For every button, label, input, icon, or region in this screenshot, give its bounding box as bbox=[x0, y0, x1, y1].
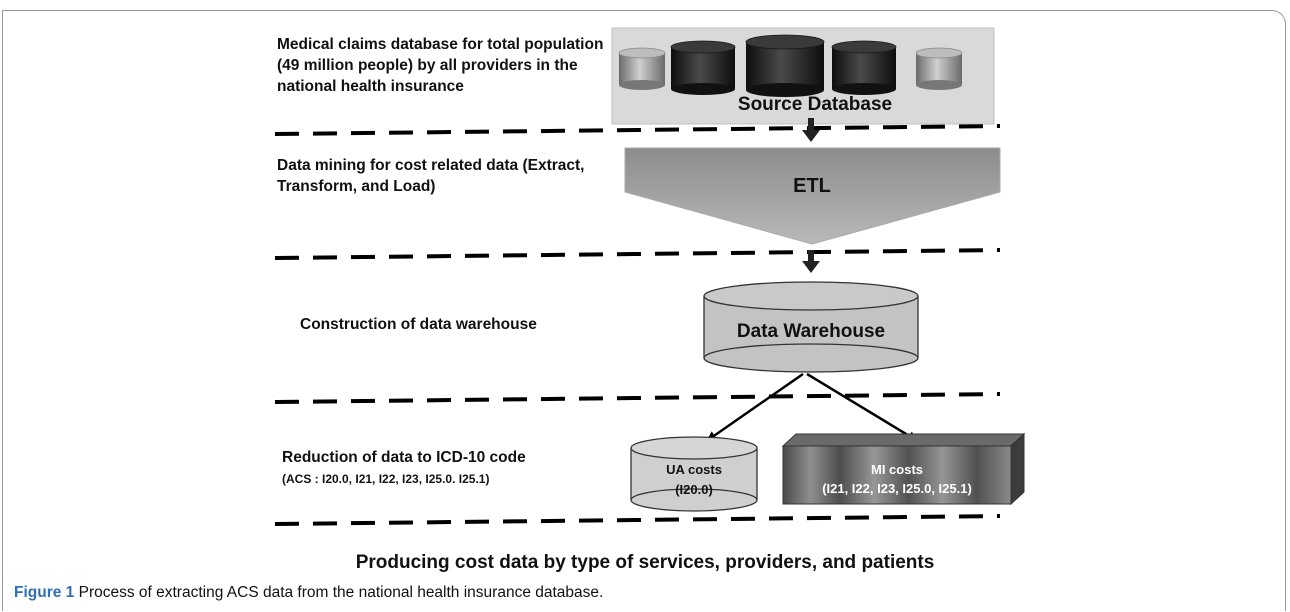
mi-costs-title: MI costs bbox=[871, 462, 923, 477]
stage-divider bbox=[274, 124, 1001, 526]
mi-costs-codes: (I21, I22, I23, I25.0, I25.1) bbox=[822, 481, 972, 496]
figure-caption: Figure 1 Process of extracting ACS data … bbox=[14, 584, 603, 602]
ua-costs-codes: (I20.0) bbox=[675, 482, 713, 497]
source-database-label: Source Database bbox=[738, 94, 892, 115]
data-warehouse-cylinder: Data Warehouse bbox=[703, 281, 919, 373]
source-database-panel: Source Database bbox=[611, 27, 995, 125]
ua-costs-cylinder: UA costs (I20.0) bbox=[630, 436, 758, 512]
figure-caption-text: Process of extracting ACS data from the … bbox=[74, 584, 604, 601]
db-cylinder-icon bbox=[745, 34, 825, 97]
db-cylinder-icon bbox=[670, 40, 736, 95]
data-warehouse-label: Data Warehouse bbox=[737, 321, 885, 342]
ua-costs-title: UA costs bbox=[666, 462, 722, 477]
figure-frame bbox=[2, 10, 1286, 611]
etl-label: ETL bbox=[793, 175, 831, 197]
output-description: Producing cost data by type of services,… bbox=[355, 552, 935, 573]
down-arrow-icon bbox=[802, 118, 820, 142]
db-cylinder-icon bbox=[831, 40, 897, 95]
stage-label-source: Medical claims database for total popula… bbox=[277, 36, 604, 95]
etl-funnel: ETL bbox=[624, 147, 1001, 245]
db-cylinder-icon bbox=[618, 47, 666, 90]
stage-label-reduction: Reduction of data to ICD-10 code bbox=[282, 449, 526, 466]
stage-sublabel-reduction: (ACS : I20.0, I21, I22, I23, I25.0. I25.… bbox=[282, 472, 490, 486]
branch-arrows bbox=[706, 372, 918, 442]
figure-number: Figure 1 bbox=[14, 584, 75, 601]
stage-label-warehouse: Construction of data warehouse bbox=[300, 316, 537, 333]
stage-label-etl: Data mining for cost related data (Extra… bbox=[277, 157, 585, 195]
mi-costs-box: MI costs (I21, I22, I23, I25.0, I25.1) bbox=[781, 432, 1026, 506]
db-cylinder-icon bbox=[915, 47, 963, 90]
down-arrow-icon bbox=[802, 250, 820, 273]
